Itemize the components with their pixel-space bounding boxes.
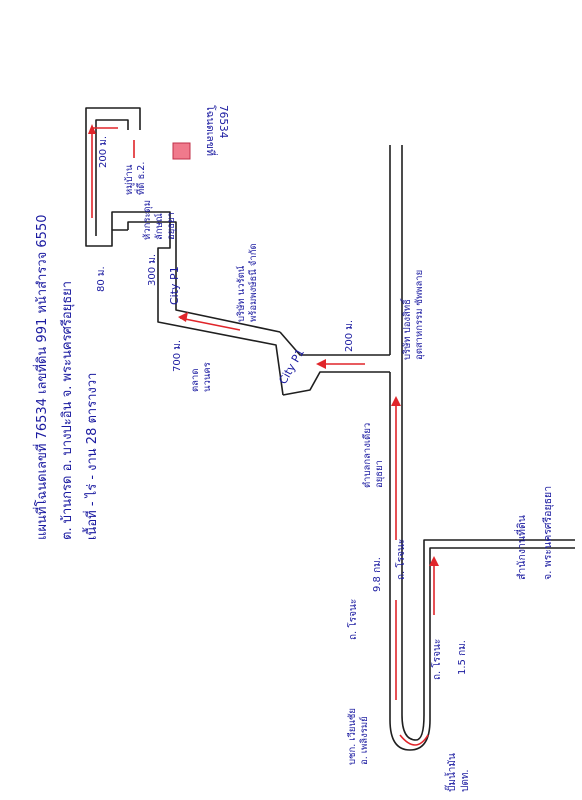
landmark-nawarat: บริษัท นวรัตน์ พร้อมพงษ์ธนี จำกัด: [235, 243, 259, 322]
distance-200m-top: 200 ม.: [98, 136, 109, 168]
route-loop: [399, 734, 429, 746]
landmark-canal-l2: ลักษณ์: [153, 213, 165, 240]
landmark-market: ตลาด นวนคร: [190, 362, 213, 392]
distance-700m: 700 ม.: [172, 340, 183, 372]
distance-9-8km: 9.8 กม.: [372, 557, 383, 592]
arrowhead-city: [178, 312, 188, 322]
landmarks: หมู่บ้าน ที่ดี ธ.2. หัวกระดุม ลักษณ์ อยุ…: [124, 162, 554, 792]
road-name-rojana-b: ถ. โรจนะ: [430, 639, 443, 680]
landmark-pongsit-l2: อุตสาหกรรม ซัพพลาย: [414, 270, 425, 360]
arrowhead-top-left: [88, 124, 96, 134]
landmark-canal: หัวกระดุม ลักษณ์ อยุธยา: [142, 197, 177, 240]
road-rojana-main: [389, 145, 575, 751]
landmark-factory: ตำบลกลางเดียว อยุธยา: [361, 420, 385, 488]
landmark-market-l2: นวนคร: [202, 362, 213, 392]
landmark-ptt: ปั๊มน้ำมัน ปตท.: [444, 750, 471, 792]
road-connector: [282, 371, 390, 396]
distance-1-5km: 1.5 กม.: [457, 640, 468, 675]
landmark-pongsit-l1: บริษัท ปองสิทธิ์: [399, 298, 413, 360]
distance-80m: 80 ม.: [96, 266, 107, 292]
landmark-ptt-l2: ปตท.: [460, 769, 471, 792]
parcel-label-line1: โฉนดเลขที่: [204, 105, 218, 156]
landmark-nawarat-l1: บริษัท นวรัตน์: [235, 265, 247, 322]
road-rojana-inner: [401, 145, 575, 741]
landmark-village: หมู่บ้าน ที่ดี ธ.2.: [124, 162, 147, 195]
distance-labels: 200 ม. 80 ม. 300 ม. 700 ม. 200 ม. 9.8 กม…: [96, 136, 468, 675]
title-line3: เนื้อที่ - ไร่ - งาน 28 ตารางวา: [82, 373, 100, 540]
distance-200m-mid: 200 ม.: [344, 320, 355, 352]
route-city: [179, 317, 241, 331]
landmark-police-l2: อ. เพลิงรมย์: [358, 716, 370, 765]
road-name-city-p1-b: City P1: [276, 346, 307, 386]
landmark-canal-l3: อยุธยา: [166, 212, 177, 240]
arrowhead-main: [391, 396, 401, 406]
distance-300m: 300 ม.: [147, 254, 158, 286]
title-block: แผนที่โฉนดเลขที่ 76534 เลขที่ดิน 991 หน้…: [33, 215, 100, 540]
arrowhead-up: [429, 556, 439, 566]
parcel-marker: [172, 142, 191, 160]
arrowhead-connector: [316, 359, 326, 369]
route-arrows: [88, 124, 439, 746]
title-line1: แผนที่โฉนดเลขที่ 76534 เลขที่ดิน 991 หน้…: [33, 215, 50, 540]
landmark-pongsit: บริษัท ปองสิทธิ์ อุตสาหกรรม ซัพพลาย: [399, 270, 425, 360]
road-name-rojana-c: ถ. โรจนะ: [346, 599, 359, 640]
parcel-label-line2: 76534: [217, 105, 229, 139]
parcel-label: โฉนดเลขที่ 76534: [204, 105, 229, 159]
landmark-land-office-l1: สำนักงานที่ดิน: [514, 515, 528, 580]
road-name-rojana-a: ถ. โรจนะ: [394, 539, 407, 580]
road-city-p1-inner: [127, 221, 281, 333]
landmark-market-l1: ตลาด: [190, 369, 201, 393]
road-connector-inner: [279, 331, 390, 356]
landmark-police: บชก. เวียนชัย อ. เพลิงรมย์: [346, 705, 370, 765]
landmark-village-l1: หมู่บ้าน: [124, 164, 135, 195]
landmark-village-l2: ที่ดี ธ.2.: [134, 162, 147, 195]
road-city-p1: [111, 211, 284, 396]
landmark-nawarat-l2: พร้อมพงษ์ธนี จำกัด: [247, 243, 259, 322]
landmark-factory-l1: ตำบลกลางเดียว: [361, 423, 373, 488]
title-line2: ต. บ้านกรด อ. บางปะอิน จ. พระนครศรีอยุธย…: [59, 281, 75, 540]
landmark-factory-l2: อยุธยา: [374, 460, 385, 488]
road-network: [85, 107, 575, 751]
landmark-land-office-l2: จ. พระนครศรีอยุธยา: [541, 486, 554, 580]
road-name-city-p1-a: City P1: [168, 266, 181, 305]
road-top-lane-inner: [95, 119, 129, 236]
landmark-canal-l1: หัวกระดุม: [142, 200, 153, 240]
landmark-ptt-l1: ปั๊มน้ำมัน: [444, 753, 458, 792]
landmark-police-l1: บชก. เวียนชัย: [346, 708, 358, 765]
landmark-land-office: สำนักงานที่ดิน จ. พระนครศรีอยุธยา: [514, 486, 554, 580]
